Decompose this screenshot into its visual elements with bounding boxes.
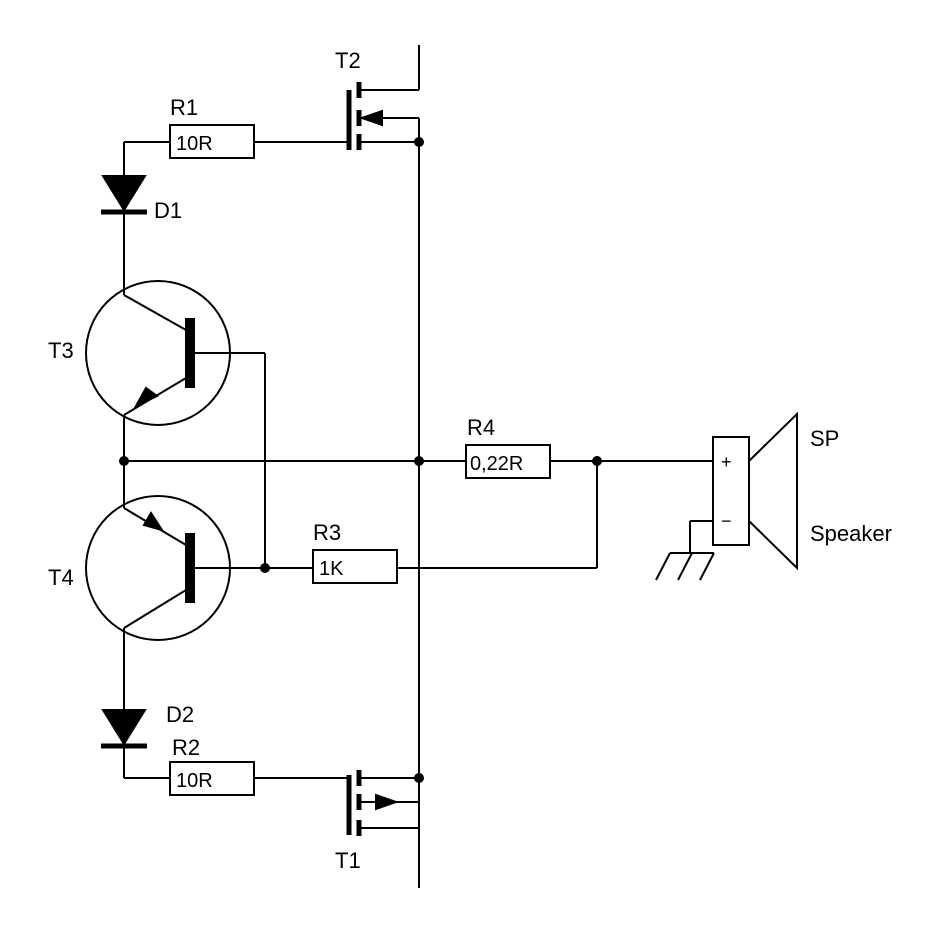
r3-label: R3 bbox=[313, 520, 341, 545]
t4-label: T4 bbox=[48, 565, 74, 590]
speaker-sp: + − SP Speaker bbox=[712, 411, 892, 571]
resistor-r1 bbox=[169, 124, 255, 159]
r1-value: 10R bbox=[176, 133, 213, 155]
t3-label: T3 bbox=[48, 338, 74, 363]
r3-value: 1K bbox=[319, 558, 344, 580]
r2-label: R2 bbox=[172, 735, 200, 760]
midpoint-bus: 0,22R R4 bbox=[124, 415, 713, 479]
r2-value: 10R bbox=[176, 770, 213, 792]
mosfet-t2: T2 bbox=[335, 48, 419, 150]
speaker-label: Speaker bbox=[810, 521, 892, 546]
diode-d2 bbox=[101, 709, 147, 746]
resistor-r3 bbox=[312, 549, 398, 584]
speaker-minus-sign: − bbox=[721, 511, 732, 531]
t1-label: T1 bbox=[335, 848, 361, 873]
resistor-r2 bbox=[169, 761, 255, 796]
output-rail bbox=[359, 45, 420, 888]
feedback-r3: 1K R3 bbox=[264, 353, 598, 584]
mosfet-t1: T1 bbox=[335, 770, 419, 873]
bjt-t4: T4 bbox=[48, 415, 265, 641]
gate-network-top: 10R R1 D1 bbox=[101, 95, 349, 295]
resistor-r4 bbox=[465, 444, 551, 479]
r1-label: R1 bbox=[170, 95, 198, 120]
t2-label: T2 bbox=[335, 48, 361, 73]
diode-d1 bbox=[101, 175, 147, 212]
speaker-designator: SP bbox=[810, 426, 839, 451]
ground-symbol bbox=[655, 520, 715, 581]
gate-network-bottom: D2 10R R2 bbox=[101, 628, 349, 796]
r4-label: R4 bbox=[467, 415, 495, 440]
d1-label: D1 bbox=[154, 198, 182, 223]
junction-dots bbox=[119, 137, 602, 783]
speaker-plus-sign: + bbox=[721, 452, 732, 472]
r4-value: 0,22R bbox=[470, 453, 523, 475]
d2-label: D2 bbox=[166, 702, 194, 727]
bjt-t3: T3 bbox=[48, 280, 265, 426]
